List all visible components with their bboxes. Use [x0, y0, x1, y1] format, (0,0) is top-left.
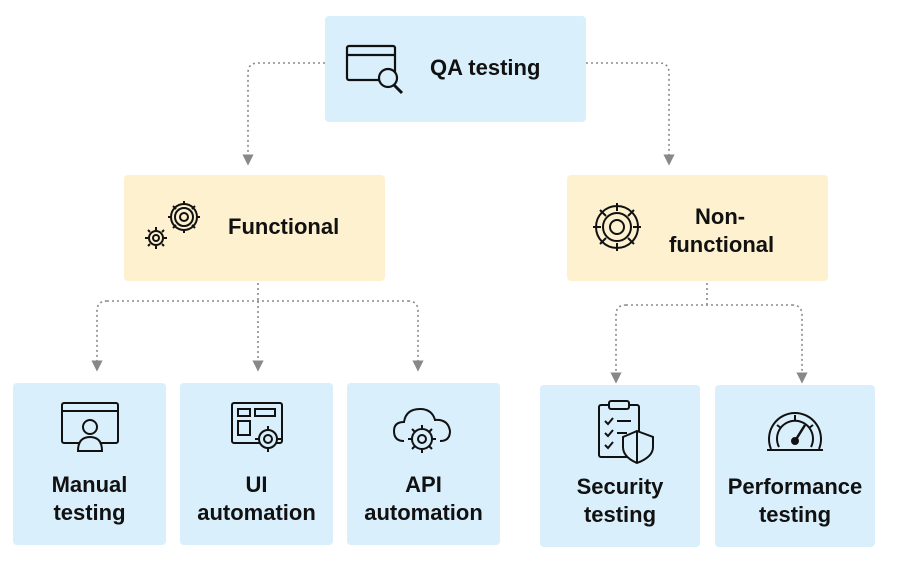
nonfunctional-label-line2: functional	[669, 232, 775, 257]
connector-manual	[91, 300, 108, 372]
speedometer-icon	[767, 412, 823, 451]
leaf-performance-line2: testing	[758, 502, 832, 527]
leaf-ui-line2: automation	[197, 500, 316, 525]
root-node: QA testing	[325, 16, 586, 122]
gear-icon	[593, 203, 641, 251]
leaf-api-line1: API	[405, 472, 442, 497]
gears-icon	[145, 201, 200, 249]
leaf-manual-line2: testing	[53, 500, 126, 525]
leaf-performance-line1: Performance	[727, 474, 863, 499]
leaf-security-line1: Security	[576, 474, 664, 499]
leaf-performance-testing: Performance testing	[715, 385, 875, 547]
cloud-gear-icon	[392, 407, 452, 453]
leaf-ui-line1: UI	[245, 472, 268, 497]
leaf-ui-automation: UI automation	[180, 383, 333, 545]
functional-label: Functional	[228, 214, 340, 239]
connector-api	[407, 300, 424, 372]
leaf-manual-testing: Manual testing	[13, 383, 166, 545]
window-magnifier-icon	[345, 44, 404, 95]
clipboard-shield-icon	[598, 400, 654, 465]
root-label: QA testing	[430, 55, 541, 80]
leaf-manual-line1: Manual	[51, 472, 128, 497]
leaf-api-automation: API automation	[347, 383, 500, 545]
functional-node: Functional	[124, 175, 385, 281]
ui-gear-icon	[231, 402, 283, 452]
connector-root-nonfunctional	[586, 62, 675, 166]
leaf-security-testing: Security testing	[540, 385, 700, 547]
connector-root-functional	[242, 62, 325, 166]
monitor-user-icon	[61, 402, 119, 452]
leaf-api-line2: automation	[364, 500, 483, 525]
connector-performance	[791, 304, 808, 384]
nonfunctional-label-line1: Non-	[695, 204, 746, 229]
nonfunctional-node: Non- functional	[567, 175, 828, 281]
leaf-security-line2: testing	[583, 502, 657, 527]
connector-security	[610, 304, 627, 384]
